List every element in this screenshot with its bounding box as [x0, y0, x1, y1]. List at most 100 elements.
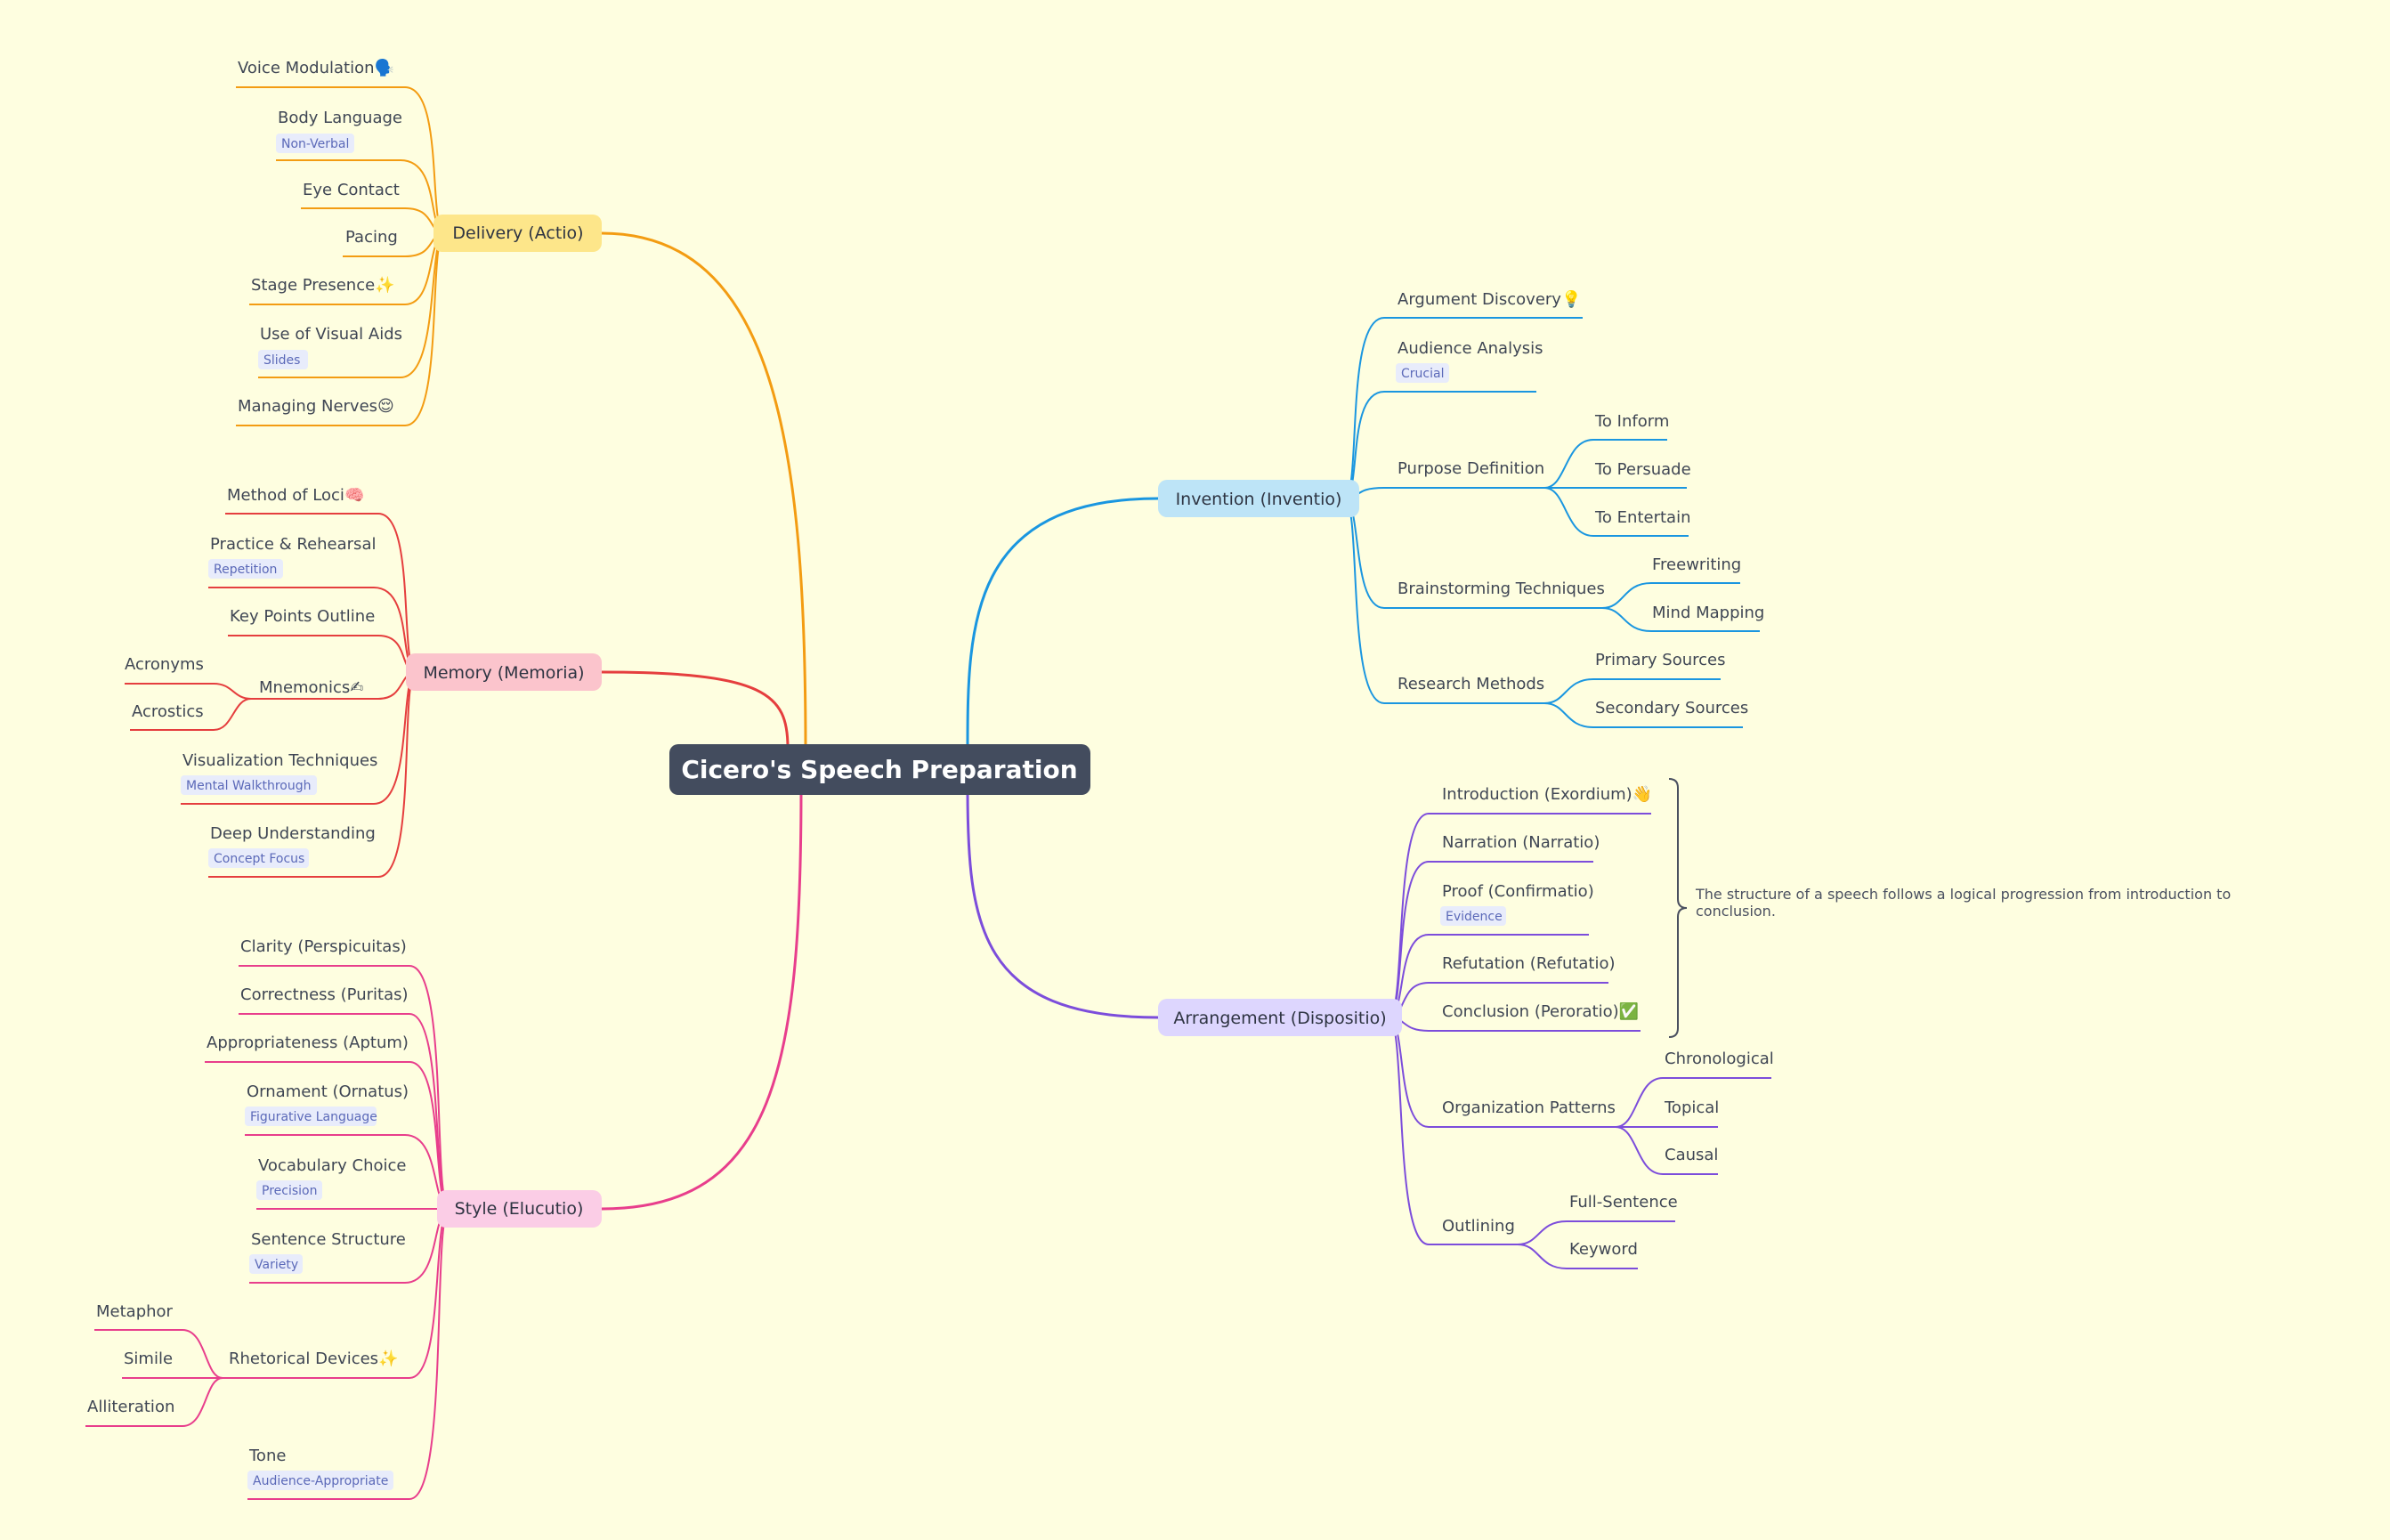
invention-node-box[interactable]	[1158, 480, 1359, 517]
item-purpose-definition[interactable]: Purpose Definition	[1398, 459, 1544, 478]
tag-repetition-bg	[208, 559, 283, 579]
sparkles-icon: ✨	[375, 276, 394, 295]
item-keyword[interactable]: Keyword	[1569, 1240, 1638, 1259]
item-body-language[interactable]: Body Language	[278, 109, 402, 127]
tag-audience-appropriate: Audience-Appropriate	[253, 1474, 388, 1488]
tag-mental-walkthrough: Mental Walkthrough	[186, 779, 312, 793]
connector-acrostics	[130, 698, 252, 731]
arrangement-node-box[interactable]	[1158, 999, 1402, 1036]
item-key-points-outline[interactable]: Key Points Outline	[230, 607, 375, 626]
connector-research	[1343, 498, 1544, 704]
item-narration[interactable]: Narration (Narratio)	[1442, 833, 1600, 852]
item-method-of-loci[interactable]: Method of Loci🧠	[227, 486, 364, 505]
item-to-entertain[interactable]: To Entertain	[1594, 508, 1690, 527]
item-clarity[interactable]: Clarity (Perspicuitas)	[240, 937, 407, 956]
connector-practice	[208, 587, 417, 673]
style-node[interactable]: Style (Elucutio)	[437, 1190, 602, 1228]
item-visual-aids[interactable]: Use of Visual Aids	[260, 325, 402, 344]
delivery-items: Voice Modulation🗣️ Body Language Non-Ver…	[238, 58, 402, 416]
connector-primary	[1543, 678, 1721, 704]
check-mark-icon: ✅	[1619, 1001, 1639, 1021]
connector-arrangement	[966, 787, 1159, 1019]
item-metaphor[interactable]: Metaphor	[96, 1302, 174, 1321]
tag-evidence-bg	[1440, 906, 1506, 926]
connector-freewriting	[1601, 582, 1740, 609]
item-proof[interactable]: Proof (Confirmatio)	[1442, 882, 1594, 901]
item-sentence-structure[interactable]: Sentence Structure	[251, 1230, 406, 1249]
connector-memory	[601, 670, 790, 749]
delivery-node-box[interactable]	[433, 215, 602, 252]
connector-outlining	[1388, 1017, 1518, 1245]
tag-slides: Slides	[263, 353, 300, 368]
item-audience-analysis[interactable]: Audience Analysis	[1398, 339, 1543, 358]
delivery-node[interactable]: Delivery (Actio)	[433, 215, 602, 252]
item-simile[interactable]: Simile	[124, 1350, 173, 1368]
speaking-head-icon: 🗣️	[375, 58, 394, 77]
item-stage-presence[interactable]: Stage Presence✨	[251, 276, 395, 295]
item-alliteration[interactable]: Alliteration	[87, 1398, 174, 1416]
waving-hand-icon: 👋	[1632, 785, 1652, 804]
item-organization-patterns[interactable]: Organization Patterns	[1442, 1098, 1616, 1117]
item-chronological[interactable]: Chronological	[1665, 1050, 1774, 1068]
item-full-sentence[interactable]: Full-Sentence	[1569, 1193, 1678, 1212]
tag-precision-bg	[256, 1180, 322, 1200]
item-visualization-techniques[interactable]: Visualization Techniques	[182, 751, 377, 770]
item-pacing[interactable]: Pacing	[345, 228, 398, 247]
tag-non-verbal-bg	[276, 134, 354, 153]
tag-repetition: Repetition	[214, 563, 277, 577]
item-managing-nerves[interactable]: Managing Nerves😌	[238, 397, 394, 416]
item-correctness[interactable]: Correctness (Puritas)	[240, 985, 409, 1004]
connector-acronyms	[125, 683, 252, 700]
tag-concept-focus-bg	[208, 848, 309, 868]
item-practice-rehearsal[interactable]: Practice & Rehearsal	[210, 535, 376, 554]
item-brainstorming-techniques[interactable]: Brainstorming Techniques	[1398, 580, 1605, 598]
item-acronyms[interactable]: Acronyms	[125, 655, 204, 674]
summary-line-2: conclusion.	[1696, 903, 1776, 920]
item-mnemonics[interactable]: Mnemonics✍	[259, 678, 363, 697]
item-appropriateness[interactable]: Appropriateness (Aptum)	[207, 1033, 409, 1052]
style-node-box[interactable]	[437, 1190, 602, 1228]
arrangement-node[interactable]: Arrangement (Dispositio)	[1158, 999, 1402, 1036]
invention-node[interactable]: Invention (Inventio)	[1158, 480, 1359, 517]
item-topical[interactable]: Topical	[1664, 1098, 1719, 1117]
connector-inform	[1543, 439, 1667, 489]
item-to-persuade[interactable]: To Persuade	[1594, 460, 1691, 479]
connector-purpose	[1343, 487, 1544, 499]
item-vocabulary-choice[interactable]: Vocabulary Choice	[258, 1156, 406, 1175]
item-tone[interactable]: Tone	[248, 1447, 286, 1465]
item-refutation[interactable]: Refutation (Refutatio)	[1442, 954, 1616, 973]
root-node-box[interactable]	[669, 744, 1090, 795]
item-voice-modulation[interactable]: Voice Modulation🗣️	[238, 58, 394, 77]
item-primary-sources[interactable]: Primary Sources	[1595, 651, 1725, 669]
light-bulb-icon: 💡	[1561, 289, 1581, 309]
summary-line-1: The structure of a speech follows a logi…	[1695, 886, 2231, 903]
item-rhetorical-devices[interactable]: Rhetorical Devices✨	[229, 1350, 398, 1368]
connector-mindmapping	[1601, 607, 1760, 632]
connector-secondary	[1543, 702, 1743, 728]
item-mind-mapping[interactable]: Mind Mapping	[1652, 604, 1764, 622]
item-conclusion[interactable]: Conclusion (Peroratio)✅	[1442, 1001, 1639, 1021]
item-introduction[interactable]: Introduction (Exordium)👋	[1442, 785, 1652, 804]
item-to-inform[interactable]: To Inform	[1594, 412, 1669, 431]
tag-slides-bg	[258, 350, 308, 369]
item-causal[interactable]: Causal	[1665, 1146, 1718, 1164]
tag-crucial: Crucial	[1401, 367, 1444, 381]
item-secondary-sources[interactable]: Secondary Sources	[1595, 699, 1748, 717]
tag-precision: Precision	[262, 1184, 317, 1198]
invention-items: Argument Discovery💡 Audience Analysis Cr…	[1396, 289, 1764, 717]
connector-keyword	[1517, 1244, 1638, 1269]
connector-entertain	[1543, 487, 1689, 537]
root-node[interactable]: Cicero's Speech Preparation	[669, 744, 1090, 795]
item-ornament[interactable]: Ornament (Ornatus)	[247, 1082, 409, 1101]
item-argument-discovery[interactable]: Argument Discovery💡	[1398, 289, 1581, 309]
item-acrostics[interactable]: Acrostics	[132, 702, 204, 721]
item-deep-understanding[interactable]: Deep Understanding	[210, 824, 376, 843]
item-freewriting[interactable]: Freewriting	[1652, 555, 1741, 574]
tag-concept-focus: Concept Focus	[214, 852, 304, 866]
memory-node[interactable]: Memory (Memoria)	[406, 653, 602, 691]
item-research-methods[interactable]: Research Methods	[1398, 675, 1544, 693]
memory-node-box[interactable]	[406, 653, 602, 691]
item-outlining[interactable]: Outlining	[1442, 1217, 1515, 1236]
item-eye-contact[interactable]: Eye Contact	[303, 181, 400, 199]
